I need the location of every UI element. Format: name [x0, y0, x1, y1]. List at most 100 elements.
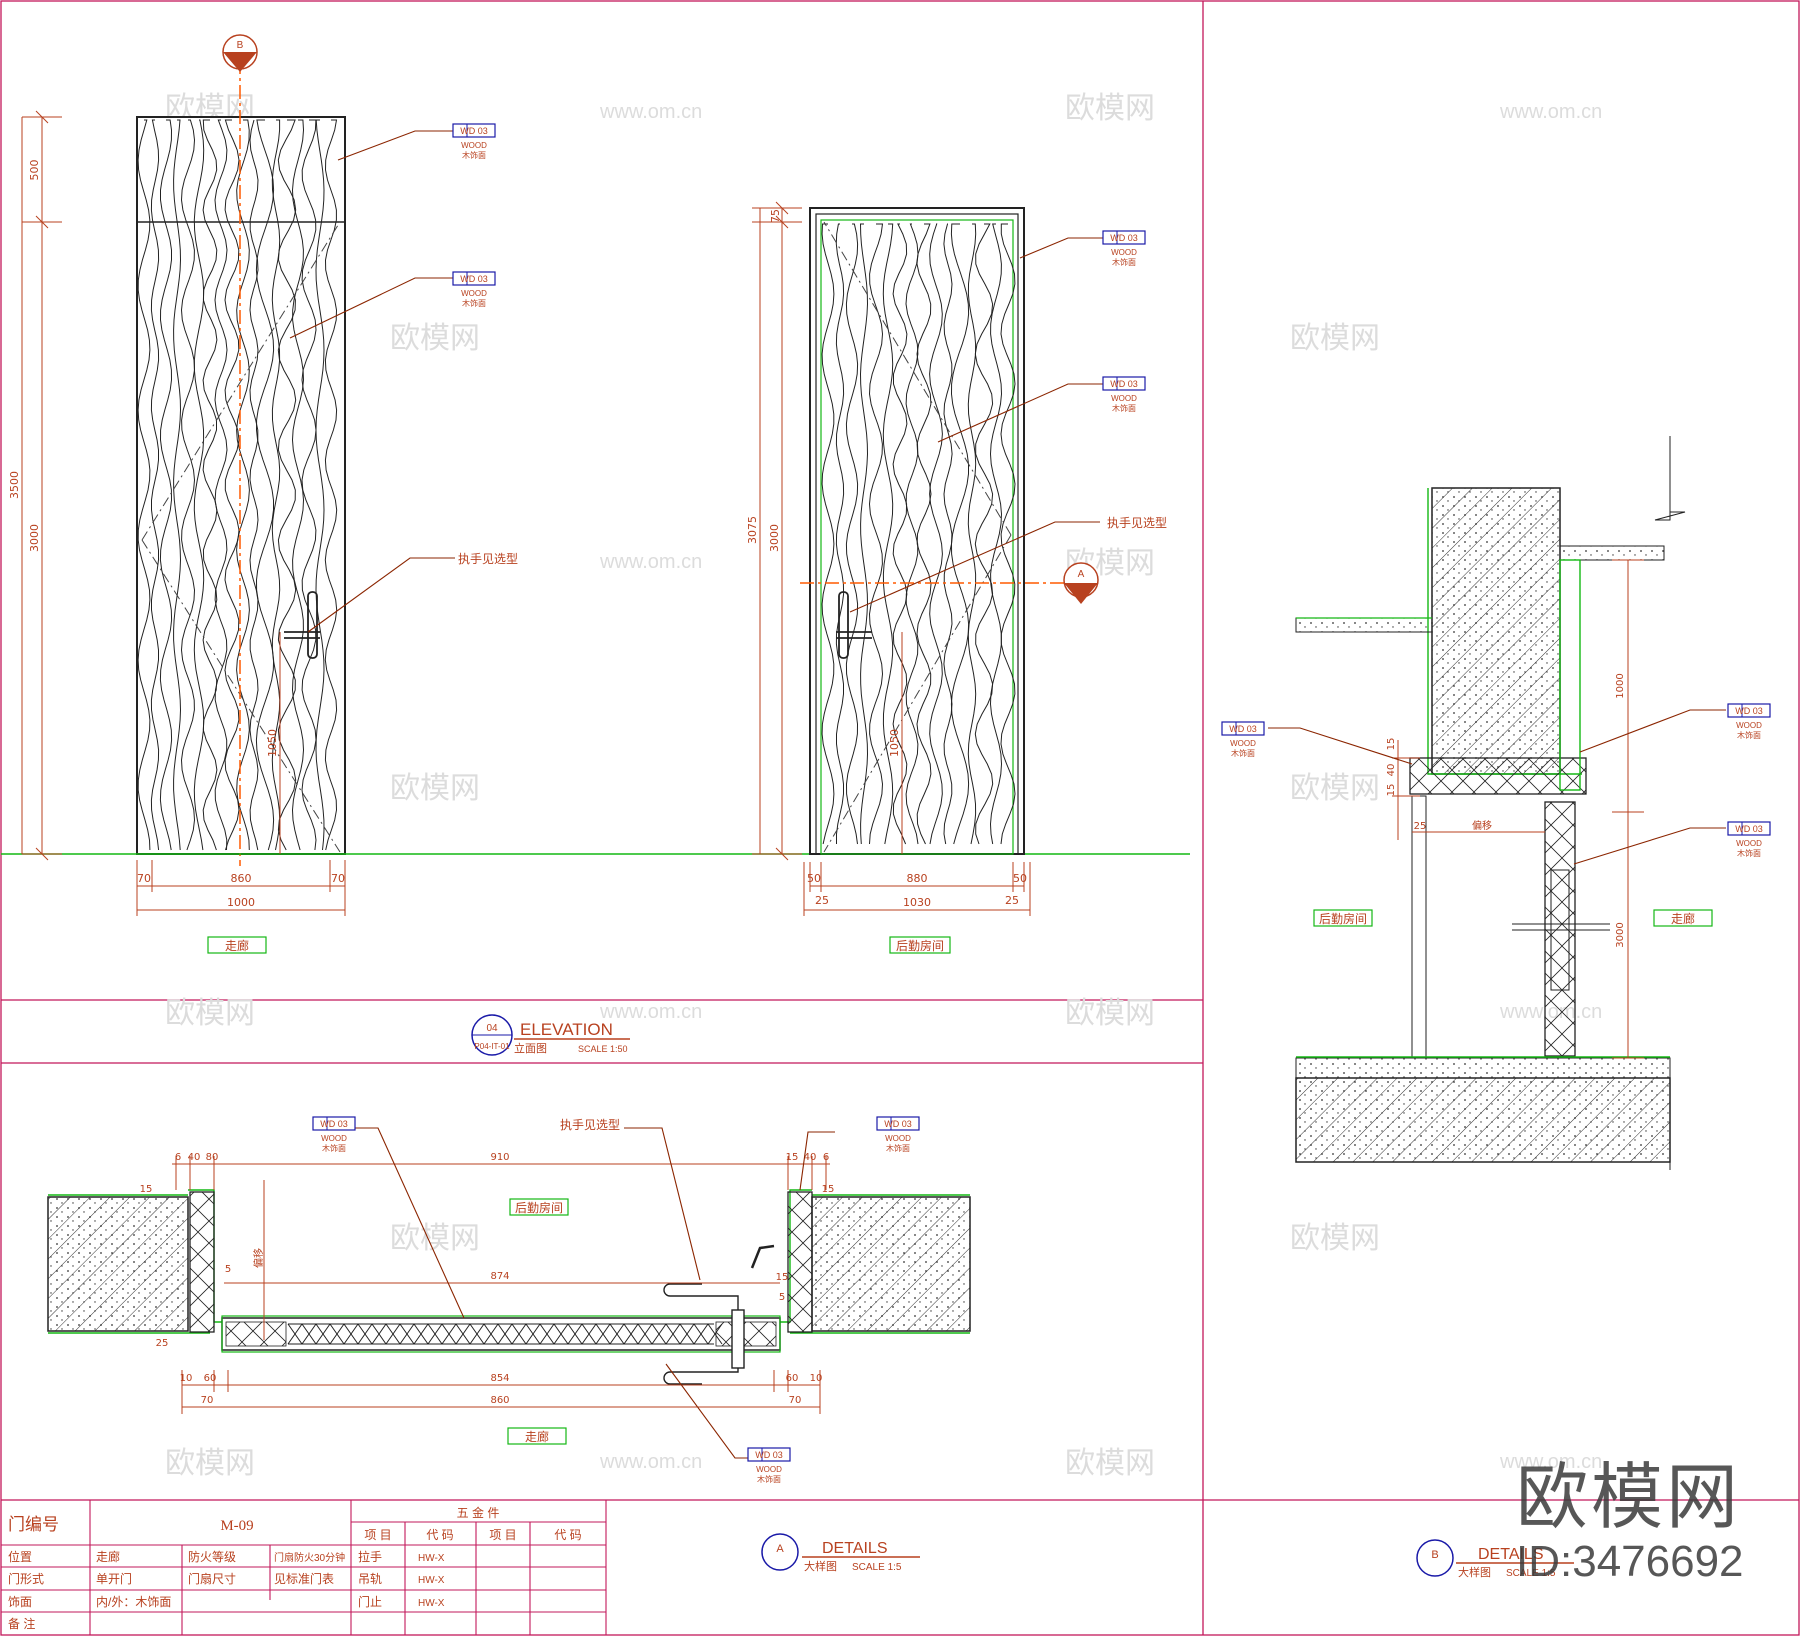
table-cell: 门形式 — [8, 1571, 44, 1586]
dim-label: 6 — [823, 1152, 829, 1163]
dim-total-height: 3075 — [746, 516, 759, 544]
watermark-cn: 欧模网 — [1065, 92, 1155, 125]
hardware-header: 项 目 — [364, 1528, 391, 1542]
dim-side-left: 50 — [807, 872, 821, 885]
material-code: WD 03 — [1735, 824, 1763, 834]
material-name: WOOD — [1111, 248, 1137, 257]
dim-label: 6 — [175, 1152, 181, 1163]
elevation-right: A 75 3075 3000 1050 — [746, 201, 1167, 954]
room-label: 后勤房间 — [1319, 911, 1367, 926]
title-sub: 立面图 — [514, 1041, 547, 1055]
material-name-cn: 木饰面 — [1737, 730, 1761, 740]
handle-note: 执手见选型 — [1107, 516, 1167, 530]
dim-label: 15 — [776, 1272, 789, 1283]
dim-label: 60 — [204, 1373, 217, 1384]
watermark-url: www.om.cn — [599, 551, 702, 573]
dim-label: 10 — [180, 1373, 193, 1384]
title-ref: P04-IT-01 — [474, 1042, 510, 1051]
dim-door-height: 3000 — [768, 524, 781, 552]
title-scale: SCALE 1:5 — [852, 1562, 902, 1573]
dim-label: 60 — [786, 1373, 799, 1384]
material-code: WD 03 — [1110, 233, 1138, 243]
watermark-cn: 欧模网 — [390, 772, 480, 805]
material-code: WD 03 — [460, 126, 488, 136]
material-name: WOOD — [321, 1134, 347, 1143]
material-code: WD 03 — [884, 1119, 912, 1129]
dim-side-left: 70 — [137, 872, 151, 885]
marker-label: A — [776, 1543, 784, 1555]
dim-label: 25 — [1414, 821, 1427, 832]
watermark-cn: 欧模网 — [1065, 997, 1155, 1030]
watermark-cn: 欧模网 — [1065, 1447, 1155, 1480]
dim-door-height: 3000 — [28, 524, 41, 552]
material-name-cn: 木饰面 — [1737, 848, 1761, 858]
dim-label: 5 — [225, 1264, 231, 1275]
dim-label: 1000 — [1615, 673, 1626, 698]
table-cell: 单开门 — [96, 1571, 132, 1586]
marker-label: A — [1078, 569, 1085, 580]
dim-total-width: 1030 — [903, 896, 931, 909]
wood-grain-left — [137, 119, 338, 851]
material-code: WD 03 — [1735, 706, 1763, 716]
plan-section-a: 后勤房间 走廊 6 40 80 910 1 — [47, 1116, 971, 1484]
material-code: WD 03 — [1229, 724, 1257, 734]
table-cell: HW-X — [418, 1553, 445, 1564]
wood-grain-right — [821, 223, 1016, 845]
watermark-url: www.om.cn — [1499, 101, 1602, 123]
title-main: ELEVATION — [520, 1020, 613, 1039]
table-cell: 内/外：木饰面 — [96, 1595, 171, 1609]
dim-label: 25 — [156, 1338, 169, 1349]
elevation-title: 04 P04-IT-01 ELEVATION 立面图 SCALE 1:50 — [471, 1014, 630, 1056]
watermark-layer: 欧模网 欧模网 欧模网 欧模网 欧模网 欧模网 欧模网 欧模网 欧模网 欧模网 … — [165, 92, 1602, 1480]
table-cell: 吊轨 — [358, 1572, 382, 1586]
dim-offset-right: 25 — [1005, 894, 1019, 907]
material-name-cn: 木饰面 — [462, 150, 486, 160]
material-code: WD 03 — [320, 1119, 348, 1129]
table-cell: 走廊 — [96, 1549, 120, 1564]
watermark-brand: 欧模网 ID:3476692 — [1516, 1458, 1744, 1586]
material-code: WD 03 — [755, 1450, 783, 1460]
table-cell: 饰面 — [8, 1595, 32, 1609]
room-label: 走廊 — [225, 938, 249, 953]
dim-label: 15 — [1386, 738, 1397, 751]
watermark-cn: 欧模网 — [390, 322, 480, 355]
table-cell: 门扇尺寸 — [188, 1571, 236, 1586]
dim-side-right: 50 — [1013, 872, 1027, 885]
material-name: WOOD — [756, 1465, 782, 1474]
title-main: DETAILS — [822, 1540, 888, 1557]
dim-top-height: 500 — [28, 160, 41, 181]
table-cell: HW-X — [418, 1598, 445, 1609]
dim-label: 5 — [779, 1292, 785, 1303]
dim-label: 40 — [804, 1152, 817, 1163]
title-sub: 大样图 — [804, 1559, 837, 1573]
dim-label: 偏移 — [252, 1248, 265, 1268]
watermark-cn: 欧模网 — [1290, 322, 1380, 355]
room-label: 后勤房间 — [515, 1200, 563, 1215]
watermark-cn: 欧模网 — [390, 1222, 480, 1255]
material-name: WOOD — [461, 141, 487, 150]
marker-label: B — [237, 40, 244, 51]
dim-label: 40 — [188, 1152, 201, 1163]
hardware-header: 代 码 — [554, 1528, 581, 1542]
table-cell: 门扇防火30分钟 — [274, 1551, 345, 1564]
dim-total-height: 3500 — [8, 471, 21, 499]
room-label: 走廊 — [1671, 911, 1695, 926]
table-cell: 备 注 — [8, 1616, 35, 1631]
title-scale: SCALE 1:50 — [578, 1044, 628, 1054]
watermark-big: 欧模网 — [1516, 1458, 1741, 1538]
handle-note: 执手见选型 — [560, 1118, 620, 1132]
dim-label: 854 — [490, 1373, 509, 1384]
title-sub: 大样图 — [1458, 1565, 1491, 1579]
section-b: 1000 3000 偏移 15 40 15 25 后勤房间 走廊 WD 03WO… — [1221, 436, 1771, 1170]
